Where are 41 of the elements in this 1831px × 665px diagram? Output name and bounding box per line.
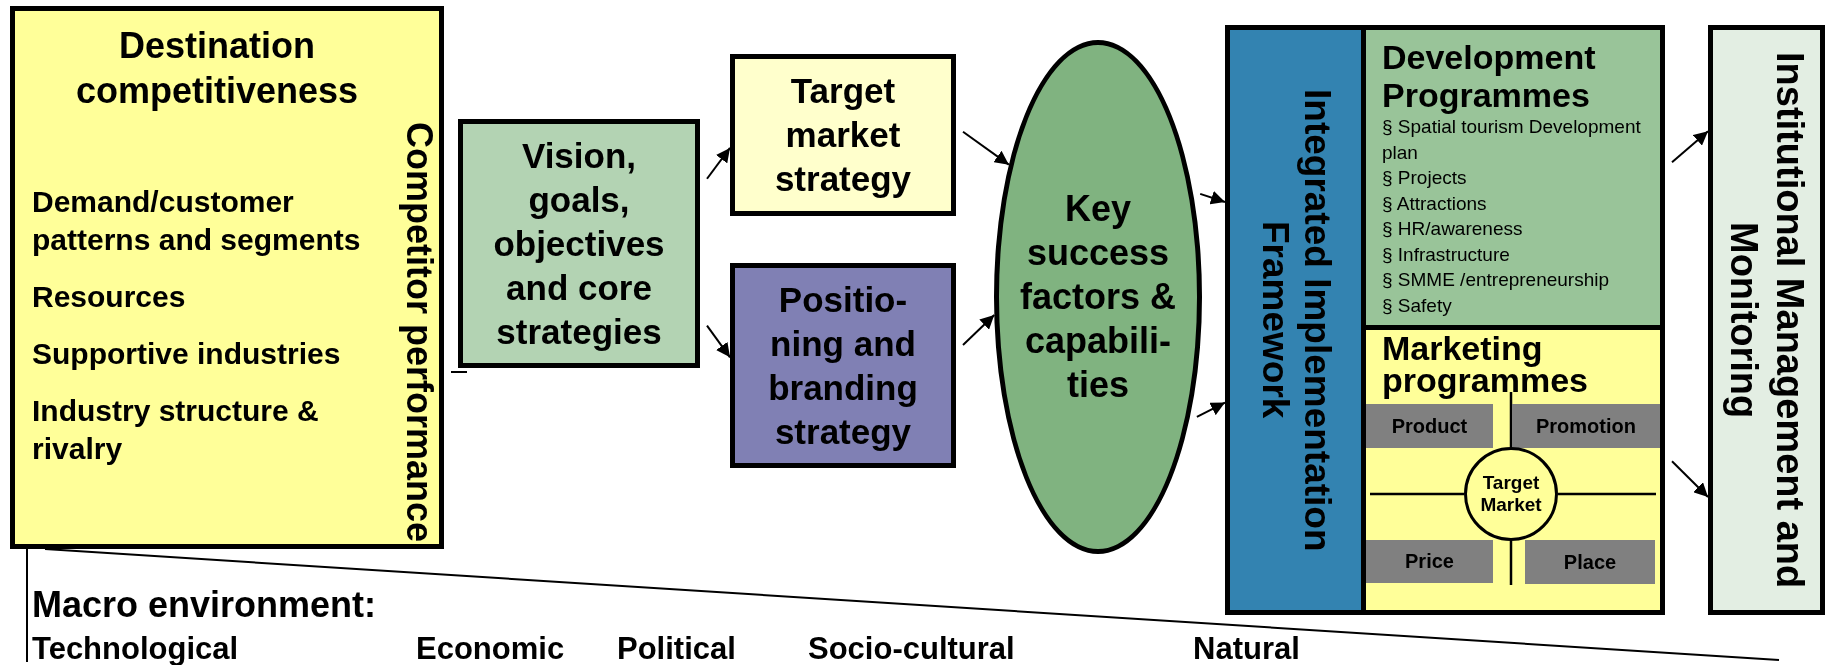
bullet-item: § Safety — [1382, 293, 1453, 318]
environment-label: Socio-cultural — [808, 633, 1015, 664]
process-box — [458, 119, 700, 368]
mix-tile: Place — [1525, 540, 1655, 584]
box-text: Key success factors & capabili- ties — [1018, 187, 1177, 407]
factor-item: Supportive industries — [32, 336, 342, 372]
vertical-label: Institutional Management and Monitoring — [1721, 50, 1812, 591]
process-box — [730, 54, 956, 216]
circle-label: Target Market — [1479, 472, 1543, 516]
bullet-item: § Spatial tourism Development plan — [1382, 115, 1642, 165]
bullet-item: § Projects — [1382, 166, 1468, 190]
factor-item: Demand/customer patterns and segments — [32, 184, 362, 258]
factor-box — [10, 6, 444, 549]
environment-label: Macro environment: — [32, 587, 377, 623]
arrow — [1671, 460, 1709, 498]
bullet-item: § Infrastructure — [1382, 242, 1511, 267]
bullet-item: § HR/awareness — [1382, 217, 1524, 241]
box-text: Positio- ning and branding strategy — [767, 278, 919, 453]
mix-tile: Price — [1366, 540, 1493, 583]
arrow — [706, 146, 731, 180]
bullet-item: § Attractions — [1382, 191, 1488, 216]
arrow — [962, 313, 996, 346]
environment-label: Political — [617, 633, 736, 664]
arrow — [962, 130, 1010, 166]
environment-label: Natural — [1193, 633, 1300, 664]
environment-label: Economic — [416, 633, 565, 664]
factor-item: Resources — [32, 279, 187, 315]
box-text: Target market strategy — [773, 70, 913, 200]
panel-title: Development Programmes — [1382, 38, 1597, 114]
vertical-label: Competitor performance — [399, 121, 439, 542]
box-text: Vision, goals, objectives and core strategies — [492, 134, 666, 353]
bullet-item: § SMME /entrepreneurship — [1382, 268, 1611, 292]
arrow — [706, 324, 731, 359]
framework-bar — [1708, 25, 1825, 615]
arrow — [1671, 130, 1709, 164]
mix-tile: Product — [1366, 404, 1493, 448]
box-title: Destination competitiveness — [74, 24, 360, 113]
factor-item: Industry structure & rivalry — [32, 393, 320, 467]
mix-tile: Promotion — [1512, 404, 1660, 448]
environment-label: Technological — [32, 633, 239, 664]
process-box — [730, 263, 956, 468]
